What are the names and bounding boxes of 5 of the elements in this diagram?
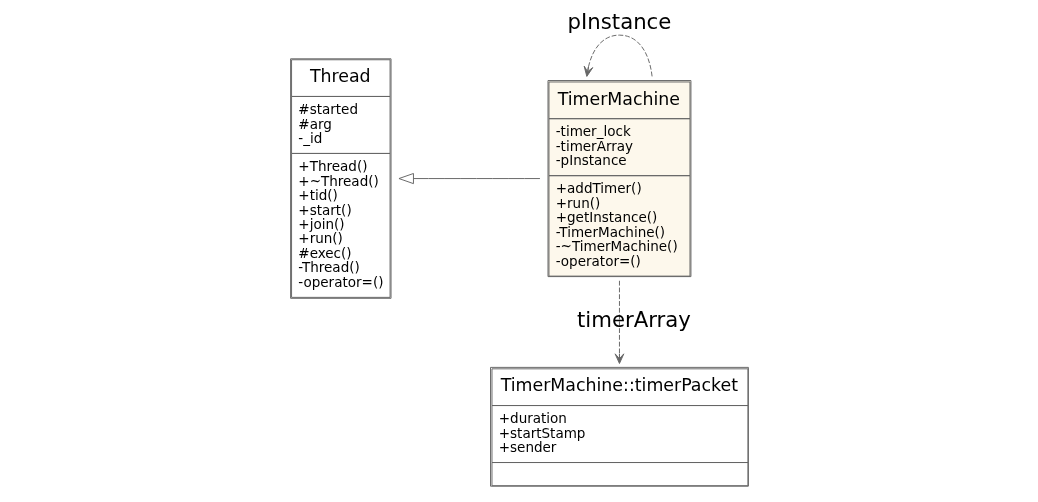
arrow [398,173,540,185]
edge-label: timerArray [576,307,691,333]
edge-label: pInstance [567,8,671,34]
arrow [583,34,653,77]
arrow [614,280,624,364]
